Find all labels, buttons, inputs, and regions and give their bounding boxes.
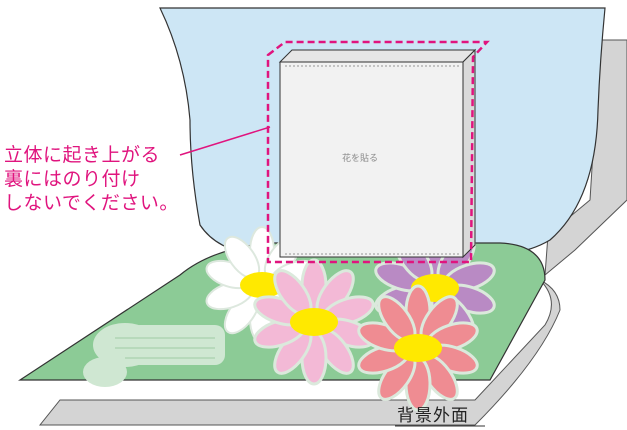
annotation-line-3: しないでください。 <box>4 192 179 214</box>
flower-salmon <box>357 284 479 412</box>
flower-pink <box>253 258 375 386</box>
annotation-line-1: 立体に起き上がる <box>4 144 161 166</box>
back-sheet-right <box>544 39 627 277</box>
back-sheet-bottom <box>38 279 561 426</box>
popup-card <box>278 48 477 259</box>
card-label: 花を貼る <box>341 154 378 164</box>
annotation-line-2: 裏にはのり付け <box>4 168 141 190</box>
glue-warning-annotation: 立体に起き上がる 裏にはのり付け しないでください。 <box>4 143 179 215</box>
annotation-leader-line <box>179 126 271 156</box>
butterfly-shape <box>83 323 225 387</box>
glue-warning-outline <box>266 40 490 264</box>
background-face-label: 背景外面 <box>397 406 469 426</box>
